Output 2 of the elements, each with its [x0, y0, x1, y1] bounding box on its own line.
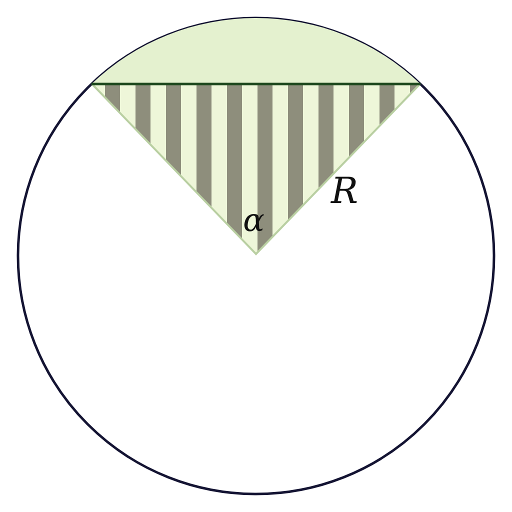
angle-label: α: [243, 204, 265, 236]
radius-label: R: [331, 174, 358, 210]
